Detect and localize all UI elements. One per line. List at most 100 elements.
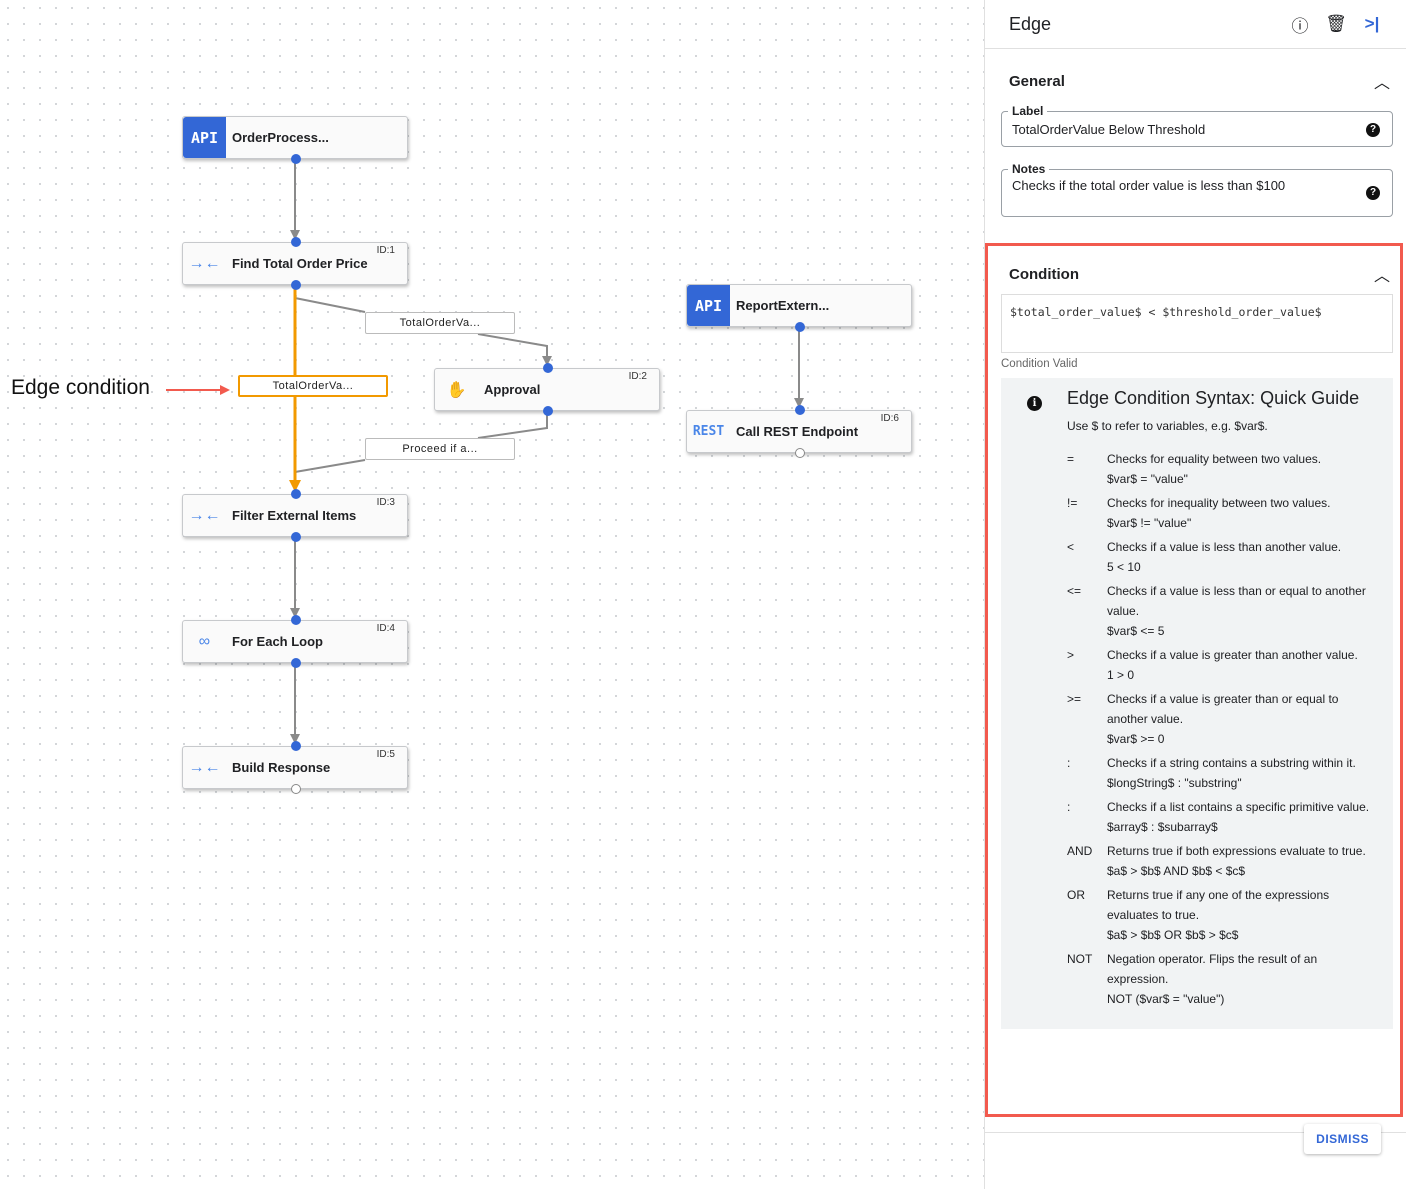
guide-title: Edge Condition Syntax: Quick Guide — [1067, 388, 1360, 408]
info-icon: i — [1027, 396, 1042, 411]
guide-row: >= Checks if a value is greater than or e… — [1067, 689, 1377, 749]
label-field[interactable]: Label TotalOrderValue Below Threshold ? — [1001, 104, 1393, 147]
node-title: Filter External Items — [232, 508, 357, 523]
operator-example: $var$ >= 0 — [1107, 732, 1165, 746]
edge-label[interactable]: Proceed if a... — [365, 438, 515, 460]
operator: >= — [1067, 692, 1082, 706]
workflow-canvas[interactable]: API OrderProcess... →← Find Total Order … — [0, 0, 984, 1189]
help-icon[interactable]: ? — [1366, 123, 1380, 137]
condition-expression-input[interactable]: $total_order_value$ < $threshold_order_v… — [1001, 294, 1393, 353]
output-port[interactable] — [291, 658, 301, 668]
panel-title: Edge — [1009, 13, 1052, 34]
node-id: ID:6 — [880, 413, 899, 424]
infinity-loop-icon: ∞ — [198, 632, 211, 650]
operator-description: Checks if a list contains a specific pri… — [1107, 800, 1370, 814]
node-title: Build Response — [232, 760, 331, 775]
input-port[interactable] — [291, 741, 301, 751]
node-id: ID:4 — [376, 623, 395, 634]
edges-layer — [289, 160, 804, 744]
node-for-each-loop[interactable]: ∞ For Each Loop ID:4 — [182, 615, 408, 668]
delete-trash-icon[interactable]: 🗑 — [1325, 14, 1347, 33]
edge-label[interactable]: TotalOrderVa... — [365, 312, 515, 334]
input-port[interactable] — [543, 363, 553, 373]
node-approval[interactable]: ✋ Approval ID:2 — [434, 363, 660, 416]
annotation-label: Edge condition — [11, 376, 150, 399]
transform-arrows-icon: →← — [188, 506, 221, 524]
rest-icon: REST — [692, 424, 725, 439]
operator-description: Checks if a value is less than another v… — [1107, 540, 1342, 554]
node-id: ID:2 — [628, 371, 647, 382]
operator-example: 5 < 10 — [1107, 560, 1141, 574]
general-section-title: General — [1009, 72, 1065, 90]
operator-description: Returns true if any one of the expressio… — [1107, 888, 1330, 922]
operator-example: $array$ : $subarray$ — [1107, 820, 1218, 834]
input-port[interactable] — [291, 615, 301, 625]
operator: > — [1067, 648, 1075, 662]
node-report-external[interactable]: API ReportExtern... — [686, 284, 912, 332]
operator-description: Checks for inequality between two values… — [1107, 496, 1331, 510]
node-title: OrderProcess... — [232, 130, 329, 145]
operator-example: $var$ != "value" — [1107, 516, 1192, 530]
input-port[interactable] — [291, 489, 301, 499]
operator: != — [1067, 496, 1078, 510]
guide-row: <Checks if a value is less than another … — [1067, 537, 1377, 577]
output-port[interactable] — [543, 406, 553, 416]
node-title: For Each Loop — [232, 634, 323, 649]
node-id: ID:3 — [376, 497, 395, 508]
notes-field[interactable]: Notes Checks if the total order value is… — [1001, 162, 1393, 217]
transform-arrows-icon: →← — [188, 758, 221, 776]
node-call-rest-endpoint[interactable]: REST Call REST Endpoint ID:6 — [686, 405, 912, 458]
output-port[interactable] — [291, 784, 301, 794]
node-find-total-order-price[interactable]: →← Find Total Order Price ID:1 — [182, 237, 408, 290]
transform-arrows-icon: →← — [188, 254, 221, 272]
node-id: ID:5 — [376, 749, 395, 760]
output-port[interactable] — [291, 280, 301, 290]
operator-example: NOT ($var$ = "value") — [1107, 992, 1225, 1006]
help-circle-icon[interactable]: ⓘ — [1291, 16, 1309, 36]
operator: : — [1067, 756, 1071, 770]
chevron-up-icon[interactable]: ︿ — [1373, 268, 1390, 285]
condition-highlight-box: Condition ︿ $total_order_value$ < $thres… — [985, 243, 1403, 1117]
output-port[interactable] — [291, 154, 301, 164]
operator-example: $var$ <= 5 — [1107, 624, 1165, 638]
notes-textarea-value[interactable]: Checks if the total order value is less … — [1012, 178, 1286, 193]
guide-row: <=Checks if a value is less than or equa… — [1067, 581, 1377, 641]
operator-description: Checks if a value is greater than anothe… — [1107, 648, 1358, 662]
operator-description: Checks for equality between two values. — [1107, 452, 1322, 466]
node-title: Approval — [484, 382, 541, 397]
syntax-guide: i Edge Condition Syntax: Quick Guide Use… — [1001, 378, 1393, 1029]
operator: AND — [1067, 844, 1093, 858]
node-id: ID:1 — [376, 245, 395, 256]
output-port[interactable] — [795, 322, 805, 332]
api-icon: API — [687, 285, 730, 326]
node-build-response[interactable]: →← Build Response ID:5 — [182, 741, 408, 794]
dismiss-button[interactable]: DISMISS — [1304, 1124, 1381, 1154]
node-filter-external-items[interactable]: →← Filter External Items ID:3 — [182, 489, 408, 542]
input-port[interactable] — [291, 237, 301, 247]
node-title: Call REST Endpoint — [736, 424, 859, 439]
input-port[interactable] — [795, 405, 805, 415]
condition-status: Condition Valid — [1001, 358, 1078, 370]
guide-row: != Checks for inequality between two valu… — [1067, 493, 1377, 533]
output-port[interactable] — [795, 448, 805, 458]
operator-description: Returns true if both expressions evaluat… — [1107, 844, 1366, 858]
api-icon: API — [183, 117, 226, 158]
node-order-process[interactable]: API OrderProcess... — [182, 116, 408, 164]
help-icon[interactable]: ? — [1366, 186, 1380, 200]
operator-example: $a$ > $b$ OR $b$ > $c$ — [1107, 928, 1239, 942]
chevron-up-icon[interactable]: ︿ — [1373, 75, 1390, 92]
guide-row: AND Returns true if both expressions eval… — [1067, 841, 1377, 881]
operator: OR — [1067, 888, 1085, 902]
operator: <= — [1067, 584, 1082, 598]
operator-example: $longString$ : "substring" — [1107, 776, 1242, 790]
label-input-value[interactable]: TotalOrderValue Below Threshold — [1012, 122, 1206, 137]
output-port[interactable] — [291, 532, 301, 542]
guide-row: :Checks if a list contains a specific pr… — [1067, 797, 1377, 837]
operator-example: $a$ > $b$ AND $b$ < $c$ — [1107, 864, 1246, 878]
edge-label-selected[interactable]: TotalOrderVa... — [238, 375, 388, 397]
collapse-panel-icon[interactable]: >| — [1364, 14, 1380, 33]
guide-intro: Use $ to refer to variables, e.g. $var$. — [1067, 419, 1268, 433]
operator-example: 1 > 0 — [1107, 668, 1135, 682]
operator: = — [1067, 452, 1075, 466]
operator-description: Checks if a value is greater than or equ… — [1107, 692, 1339, 726]
